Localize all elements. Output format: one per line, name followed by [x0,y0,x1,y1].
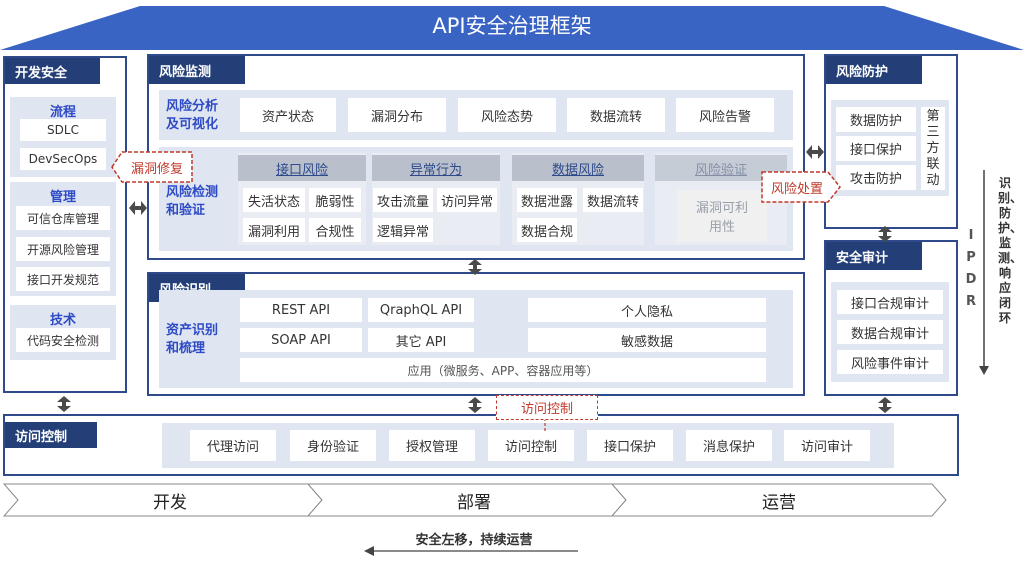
ipdr-letter-r: R [965,294,976,309]
asset-identification-label-line2: 和梳理 [166,341,206,356]
asset-identification-label: 资产识别 和梳理 [166,322,236,358]
analysis-item-risk-alert: 风险告警 [676,98,774,132]
third-party-linkage: 第三方联动 [921,107,945,190]
audit-item-data: 数据合规审计 [837,320,943,344]
risk-analysis-label-line2: 及可视化 [166,117,219,132]
management-label: 管理 [49,190,76,205]
management-item: 开源风险管理 [16,237,110,261]
asset-identification-label-line1: 资产识别 [166,323,219,338]
process-item-sdlc: SDLC [20,119,106,141]
access-item-message-protection: 消息保护 [686,430,772,461]
analysis-item-data-flow: 数据流转 [567,98,665,132]
detection-item: 逻辑异常 [373,218,433,242]
detection-item: 失活状态 [243,188,305,212]
applications: 应用（微服务、APP、容器应用等） [240,358,766,382]
access-control-callout: 访问控制 [496,395,598,420]
management-item: 接口开发规范 [16,267,110,291]
detection-item: 合规性 [309,218,361,242]
detection-item: 漏洞利用 [243,218,305,242]
double-arrow-icon [468,259,482,275]
protection-item-interface: 接口保护 [836,136,916,161]
process-item-devsecops: DevSecOps [20,148,106,170]
dev-security-title: 开发安全 [5,58,100,84]
technology-item: 代码安全检测 [16,328,110,352]
api-type-rest: REST API [240,298,362,322]
access-item-proxy: 代理访问 [190,430,276,461]
detection-item: 数据流转 [583,188,643,212]
interface-risk-header: 接口风险 [238,155,366,181]
phase-chevrons [2,483,947,517]
access-item-access-control: 访问控制 [488,430,574,461]
phase-deploy: 部署 [457,493,491,513]
double-arrow-icon [806,145,824,159]
audit-item-interface: 接口合规审计 [837,290,943,314]
risk-detection-label-line1: 风险检测 [166,185,219,200]
ipdr-letter-d: D [965,272,977,287]
ipdr-down-arrow [979,170,989,375]
risk-detection-label: 风险检测 和验证 [166,184,236,220]
api-type-graphql: QraphQL API [368,298,474,322]
ipdr-letter-p: P [966,250,976,265]
analysis-item-risk-posture: 风险态势 [458,98,556,132]
phase-operate: 运营 [762,493,796,513]
risk-handle-callout: 风险处置 [770,182,823,197]
risk-detection-label-line2: 和验证 [166,203,206,218]
phase-develop: 开发 [153,493,187,513]
analysis-item-asset-status: 资产状态 [240,98,336,132]
detection-item-exploitability: 漏洞可利用性 [677,190,767,242]
shift-left-text: 安全左移，持续运营 [415,533,533,548]
abnormal-behavior-header: 异常行为 [372,155,500,181]
double-arrow-icon [57,396,71,412]
roof-banner [0,6,1024,50]
sensitive-data: 敏感数据 [528,328,766,352]
detection-item: 数据合规 [517,218,577,242]
management-item: 可信仓库管理 [16,206,110,230]
protection-item-data: 数据防护 [836,107,916,132]
api-type-soap: SOAP API [240,328,362,352]
risk-analysis-label-line1: 风险分析 [166,99,219,114]
risk-monitoring-title: 风险监测 [149,56,245,84]
detection-item: 攻击流量 [373,188,433,212]
shift-left-arrow [364,546,578,556]
page-title: API安全治理框架 [432,14,592,38]
audit-item-risk-event: 风险事件审计 [837,350,943,374]
access-control-title: 访问控制 [5,422,97,448]
api-type-other: 其它 API [368,328,474,352]
double-arrow-icon [129,201,147,215]
detection-item: 脆弱性 [309,188,361,212]
risk-protection-title: 风险防护 [826,56,922,84]
analysis-item-vuln-distribution: 漏洞分布 [348,98,446,132]
risk-analysis-label: 风险分析 及可视化 [166,98,236,134]
security-audit-title: 安全审计 [826,242,922,270]
technology-label: 技术 [49,313,76,328]
personal-privacy: 个人隐私 [528,298,766,322]
access-item-interface-protection: 接口保护 [587,430,673,461]
vuln-fix-callout: 漏洞修复 [130,162,183,177]
detection-item: 数据泄露 [517,188,577,212]
double-arrow-icon [878,397,892,413]
process-label: 流程 [49,105,76,120]
detection-item: 访问异常 [437,188,497,212]
third-party-linkage-text: 第三方联动 [926,108,940,188]
risk-handle-callout-shape [761,171,841,203]
protection-item-attack: 攻击防护 [836,165,916,190]
access-item-audit: 访问审计 [784,430,870,461]
access-item-identity: 身份验证 [290,430,376,461]
access-item-authorization: 授权管理 [389,430,475,461]
ipdr-letter-i: I [968,228,974,243]
double-arrow-icon [878,226,892,242]
vuln-fix-callout-shape [111,151,193,183]
double-arrow-icon [468,397,482,413]
data-risk-header: 数据风险 [512,155,644,181]
